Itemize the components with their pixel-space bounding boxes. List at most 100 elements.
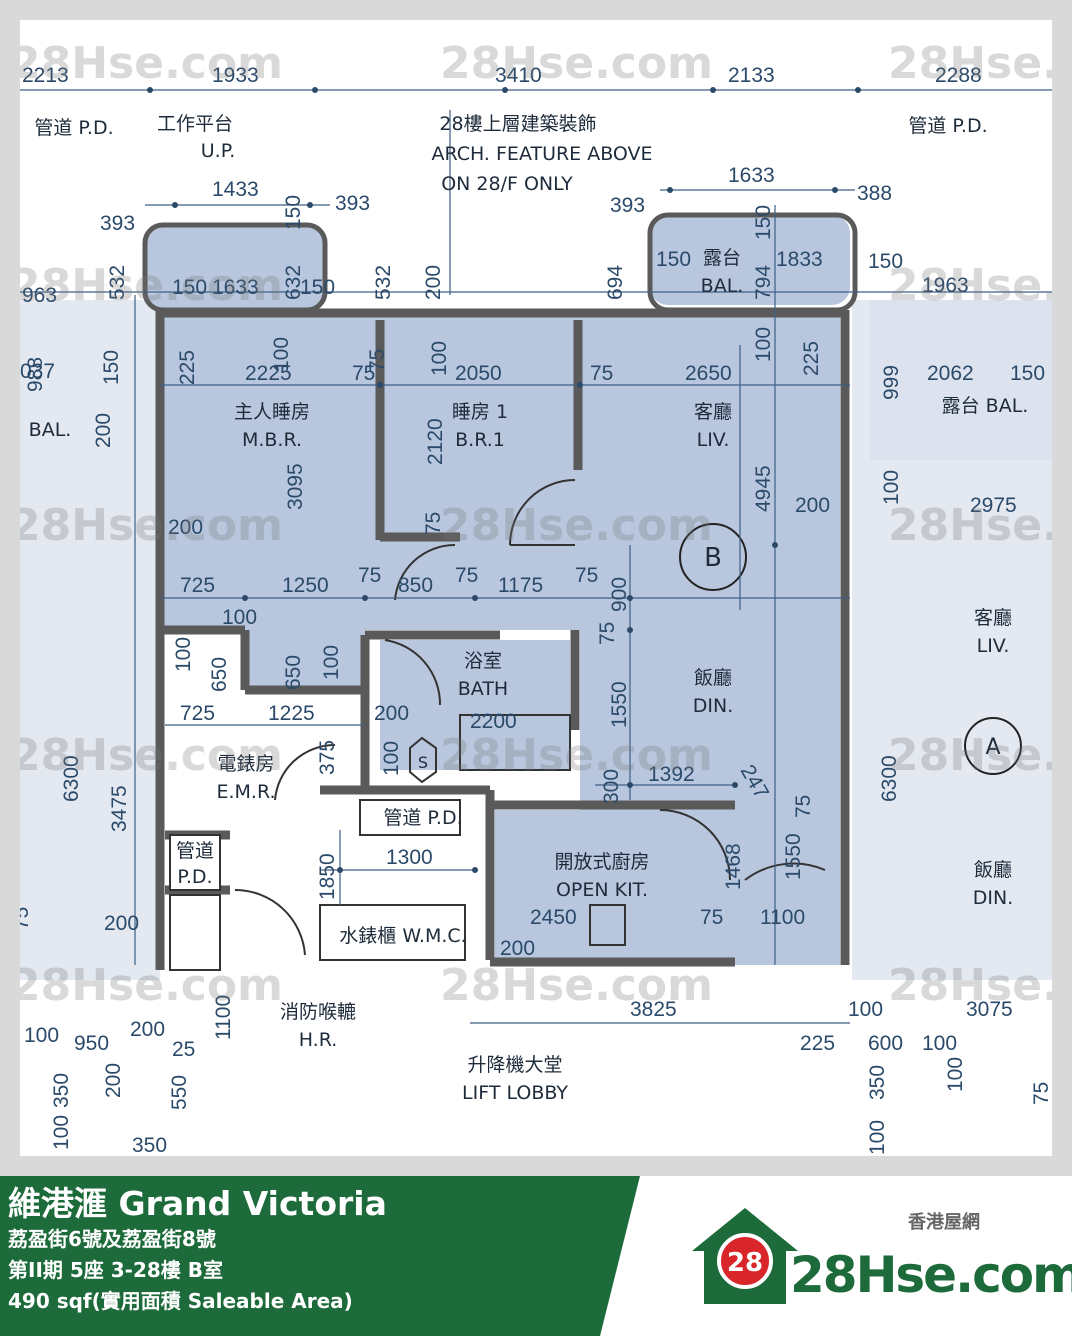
dim-225c: 225 — [800, 1032, 835, 1055]
dim-100h: 100 — [380, 741, 403, 776]
unit-circle-label: B — [704, 543, 722, 573]
dim-100k: 100 — [24, 1024, 59, 1047]
room-mbr-en: M.B.R. — [242, 429, 302, 451]
watermark-10: 28Hse.com — [440, 730, 713, 781]
dim-6300b: 6300 — [878, 755, 901, 802]
dim-200g: 200 — [500, 937, 535, 960]
dim-100l: 100 — [50, 1115, 73, 1150]
room-emr-en: E.M.R. — [216, 781, 275, 803]
watermarks: 28Hse.com 28Hse.com 28Hse.com 28Hse.com … — [20, 38, 1052, 1011]
dim-794: 794 — [752, 265, 775, 300]
room-liv-en: LIV. — [697, 429, 730, 451]
dim-100b: 100 — [428, 341, 451, 376]
neighbor-balcony-right — [870, 300, 1052, 460]
dim-037: 037 — [20, 360, 55, 383]
dim-3095: 3095 — [284, 463, 307, 510]
watermark-5: 28Hse.com — [888, 260, 1052, 311]
dim-25: 25 — [172, 1038, 195, 1061]
dim-top-4: 2288 — [935, 64, 982, 87]
watermark-11: 28Hse.com — [888, 730, 1052, 781]
dim-532a: 532 — [106, 265, 129, 300]
floor-plan-drawing: 主人睡房 M.B.R. 睡房 1 B.R.1 客廳 LIV. B 飯廳 DIN.… — [20, 38, 1052, 1156]
dim-350c: 350 — [132, 1134, 167, 1156]
room-din-right-zh: 飯廳 — [974, 859, 1012, 881]
watermark-8: 28Hse.com — [888, 500, 1052, 551]
dim-200f: 200 — [104, 912, 139, 935]
dim-2120: 2120 — [424, 418, 447, 465]
footer: 維港滙 Grand Victoria 荔盈街6號及荔盈街8號 第II期 5座 3… — [0, 1176, 1072, 1336]
dim-950: 950 — [74, 1032, 109, 1055]
dim-3825: 3825 — [630, 998, 677, 1021]
dim-75i: 75 — [700, 906, 723, 929]
dim-1468: 1468 — [722, 843, 745, 890]
room-labels: 主人睡房 M.B.R. 睡房 1 B.R.1 客廳 LIV. B 飯廳 DIN.… — [29, 113, 1029, 1104]
room-din-right-en: DIN. — [973, 887, 1014, 909]
dim-100e: 100 — [222, 606, 257, 629]
house-logo-icon: 28 — [692, 1208, 798, 1304]
room-pd-top-left: 管道 P.D. — [34, 117, 113, 139]
dim-top-2: 3410 — [495, 64, 542, 87]
dimension-ticks — [147, 87, 861, 873]
watermark-12: 28Hse.com — [20, 960, 283, 1011]
room-bath-en: BATH — [458, 678, 508, 700]
fixtures — [169, 479, 1022, 971]
dim-694: 694 — [604, 265, 627, 300]
dim-900: 900 — [608, 577, 631, 612]
dim-650a: 650 — [208, 657, 231, 692]
floor-plan: 主人睡房 M.B.R. 睡房 1 B.R.1 客廳 LIV. B 飯廳 DIN.… — [20, 20, 1052, 1156]
watermark-2: 28Hse.com — [440, 38, 713, 89]
room-up-en: U.P. — [201, 140, 235, 162]
room-up-zh: 工作平台 — [157, 113, 233, 135]
dim-150e: 150 — [752, 205, 775, 240]
dim-100n: 100 — [944, 1057, 967, 1092]
brand-wordmark: 28Hse.com — [790, 1246, 1072, 1304]
room-hr-en: H.R. — [299, 1029, 338, 1051]
dim-850: 850 — [398, 574, 433, 597]
room-bal-right: 露台 BAL. — [942, 395, 1029, 417]
dim-393b: 393 — [335, 192, 370, 215]
dim-75j: 75 — [1030, 1082, 1052, 1105]
watermark-14: 28Hse.com — [888, 960, 1052, 1011]
dim-1633a: 1633 — [728, 164, 775, 187]
dim-100g: 100 — [320, 645, 343, 680]
dim-650b: 650 — [282, 655, 305, 690]
dim-550: 550 — [168, 1075, 191, 1110]
arch-note-line3: ON 28/F ONLY — [441, 173, 573, 195]
dim-1392: 1392 — [648, 763, 695, 786]
neighbor-unit-left — [20, 300, 160, 980]
dim-1550b: 1550 — [782, 833, 805, 880]
room-lobby-zh: 升降機大堂 — [467, 1054, 562, 1076]
dim-75l: 75 — [20, 907, 33, 930]
watermark-3: 28Hse.com — [888, 38, 1052, 89]
dim-1433: 1433 — [212, 178, 259, 201]
property-unit: 第II期 5座 3-28樓 B室 — [8, 1258, 223, 1282]
dim-388: 388 — [857, 182, 892, 205]
room-kit-zh: 開放式廚房 — [554, 850, 649, 873]
dim-1963: 1963 — [922, 274, 969, 297]
dim-3075: 3075 — [966, 998, 1013, 1021]
dim-2450: 2450 — [530, 906, 577, 929]
dim-150f: 150 — [868, 250, 903, 273]
dim-75g: 75 — [596, 622, 619, 645]
dim-top-0: 2213 — [22, 64, 69, 87]
room-wmc: 水錶櫃 W.M.C. — [339, 925, 466, 947]
dim-150d: 150 — [656, 248, 691, 271]
room-pd-left-en: P.D. — [177, 866, 212, 888]
dim-top-1: 1933 — [212, 64, 259, 87]
dim-100f: 100 — [172, 637, 195, 672]
dim-350b: 350 — [866, 1065, 889, 1100]
dim-75f: 75 — [575, 564, 598, 587]
dim-225b: 225 — [800, 341, 823, 376]
dim-632: 632 — [282, 265, 305, 300]
dim-75k: 75 — [366, 349, 389, 372]
dim-393a: 393 — [100, 212, 135, 235]
dim-1850: 1850 — [316, 853, 339, 900]
property-address: 荔盈街6號及荔盈街8號 — [8, 1227, 216, 1251]
room-pd-left-zh: 管道 — [176, 840, 214, 862]
dim-1550a: 1550 — [608, 681, 631, 728]
room-pd-top-right: 管道 P.D. — [908, 115, 987, 137]
dim-150g: 150 — [100, 350, 123, 385]
balcony-outlines — [142, 212, 858, 313]
room-din-en: DIN. — [693, 695, 734, 717]
watermark-4: 28Hse.com — [20, 260, 283, 311]
